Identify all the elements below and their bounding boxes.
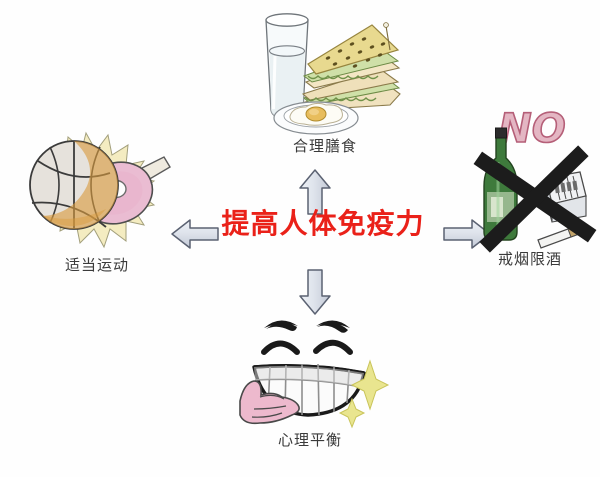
arrow-up-icon [299, 169, 331, 215]
label-diet: 合理膳食 [292, 137, 357, 155]
diet-illustration [265, 13, 401, 135]
eyebrows-icon [264, 320, 350, 333]
node-exercise: 适当运动 [12, 125, 182, 285]
no-smoking-drinking-illustration: NO [473, 105, 597, 253]
label-mental-balance: 心理平衡 [277, 431, 342, 449]
milk-glass-icon [265, 13, 309, 119]
fried-egg-icon [273, 101, 359, 135]
label-no-smoking-drinking: 戒烟限酒 [497, 250, 562, 268]
node-mental-balance: 心理平衡 [230, 305, 390, 455]
arrow-down-icon [299, 269, 331, 315]
sandwich-icon [300, 22, 401, 111]
node-no-smoking-drinking: NO [460, 100, 600, 285]
basketball-icon [29, 140, 119, 230]
center-title: 提高人体免疫力 [221, 207, 425, 240]
mental-balance-illustration [239, 320, 390, 429]
sparkles-icon [338, 359, 390, 429]
pointing-hand-icon [239, 380, 300, 425]
exercise-illustration [29, 131, 171, 249]
cross-out-icon [473, 145, 597, 253]
no-overlay-text: NO [498, 106, 565, 152]
arrow-left-icon [171, 219, 219, 249]
label-exercise: 适当运动 [64, 256, 129, 274]
eyes-icon [261, 339, 353, 355]
arrow-right-icon [443, 219, 491, 249]
node-diet: 合理膳食 [240, 6, 410, 166]
